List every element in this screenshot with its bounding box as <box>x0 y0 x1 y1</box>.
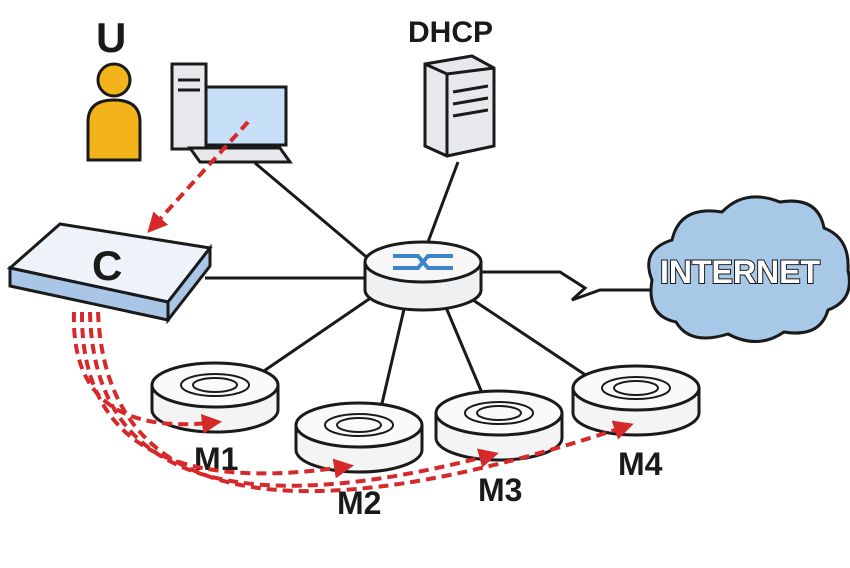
link-router-m3 <box>445 305 485 400</box>
link-router-m1 <box>258 295 375 375</box>
server-icon <box>425 56 494 156</box>
computer-icon <box>172 64 290 162</box>
user-label: U <box>96 14 126 61</box>
ap-label-m4: M4 <box>618 446 663 482</box>
ap-label-m2: M2 <box>337 485 381 521</box>
controller-label: C <box>92 242 122 289</box>
link-router-m2 <box>380 305 405 412</box>
link-router-dhcp <box>425 162 458 250</box>
internet-label: INTERNET <box>660 254 820 290</box>
user-icon <box>88 64 140 160</box>
router-icon <box>365 242 481 310</box>
link-router-m4 <box>470 298 590 378</box>
link-router-computer <box>255 163 370 260</box>
ap-label-m3: M3 <box>478 472 522 508</box>
link-router-internet <box>478 272 650 300</box>
dhcp-label: DHCP <box>408 16 493 49</box>
